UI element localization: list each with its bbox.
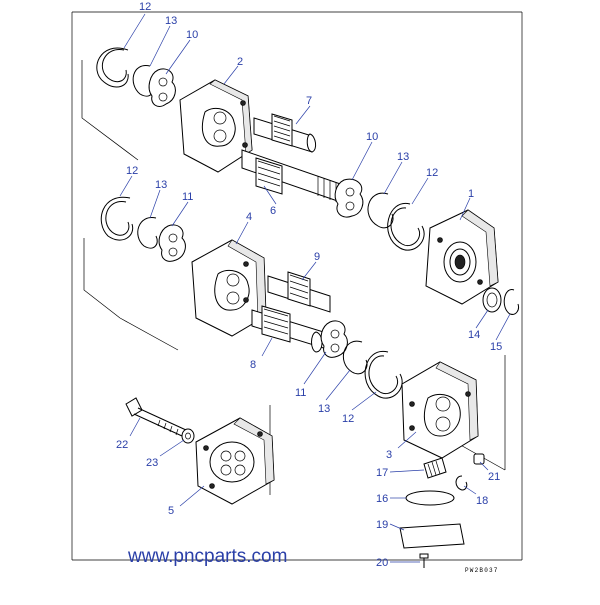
part-16-o-ring — [405, 490, 455, 506]
figure-code: PW2B037 — [465, 567, 499, 574]
callout-10: 10 — [366, 131, 378, 143]
part-2-gear-housing — [179, 79, 253, 173]
callout-19: 19 — [376, 519, 388, 531]
callout-9: 9 — [314, 251, 320, 263]
part-10-plate-top — [148, 68, 176, 107]
part-23-washer — [181, 428, 195, 444]
callout-21: 21 — [488, 471, 500, 483]
part-4-gear-housing — [191, 239, 267, 337]
callout-13: 13 — [318, 403, 330, 415]
callout-15: 15 — [490, 341, 502, 353]
part-8-gear — [251, 305, 331, 353]
callout-18: 18 — [476, 495, 488, 507]
part-21-plug — [473, 453, 485, 465]
website-watermark: www.pncparts.com — [127, 546, 287, 567]
callout-23: 23 — [146, 457, 158, 469]
part-7-driven-gear — [253, 113, 317, 153]
part-14-oil-seal — [482, 287, 502, 313]
callout-labels: 12 13 10 2 7 10 13 12 6 1 12 13 11 4 9 1… — [116, 1, 502, 569]
part-6-drive-gear-shaft — [241, 149, 353, 207]
callout-5: 5 — [168, 505, 174, 517]
callout-14: 14 — [468, 329, 480, 341]
part-12-snap-ring-left — [100, 196, 134, 241]
callout-12: 12 — [126, 165, 138, 177]
part-13-backup-ring-left — [137, 217, 158, 249]
part-11-plate-left — [158, 224, 186, 262]
part-13-backup-ring-lower — [342, 340, 368, 375]
callout-12: 12 — [139, 1, 151, 13]
callout-17: 17 — [376, 467, 388, 479]
callout-10: 10 — [186, 29, 198, 41]
frame-lines — [71, 11, 523, 561]
part-11-plate-lower — [320, 320, 348, 358]
callout-leader-lines — [119, 13, 511, 563]
part-5-rear-cover — [195, 417, 275, 505]
part-12-seal-ring-lower — [364, 350, 403, 399]
callout-4: 4 — [246, 211, 252, 223]
callout-16: 16 — [376, 493, 388, 505]
part-13-backup-ring-middle — [367, 192, 394, 229]
part-20-rivet — [419, 553, 429, 568]
callout-11: 11 — [182, 191, 193, 203]
callout-11: 11 — [295, 387, 306, 399]
part-3-rear-housing — [401, 361, 479, 459]
part-15-snap-ring — [503, 289, 519, 315]
callout-12: 12 — [426, 167, 438, 179]
callout-6: 6 — [270, 205, 276, 217]
callout-2: 2 — [237, 56, 243, 68]
part-12-seal-ring-middle — [387, 202, 425, 251]
part-12-snap-ring-top — [96, 47, 129, 88]
part-17-bearing — [423, 457, 447, 479]
callout-3: 3 — [386, 449, 392, 461]
part-10-plate-middle — [334, 178, 364, 218]
callout-7: 7 — [306, 95, 312, 107]
part-19-nameplate — [399, 523, 465, 549]
part-1-front-cover — [425, 209, 499, 305]
callout-13: 13 — [397, 151, 409, 163]
callout-13: 13 — [155, 179, 167, 191]
callout-22: 22 — [116, 439, 128, 451]
callout-1: 1 — [468, 188, 474, 200]
callout-20: 20 — [376, 557, 388, 569]
part-18-snap-ring — [455, 475, 468, 491]
part-22-bolt — [125, 397, 187, 437]
callout-8: 8 — [250, 359, 256, 371]
part-9-gear — [267, 271, 331, 313]
callout-13: 13 — [165, 15, 177, 27]
callout-12: 12 — [342, 413, 354, 425]
